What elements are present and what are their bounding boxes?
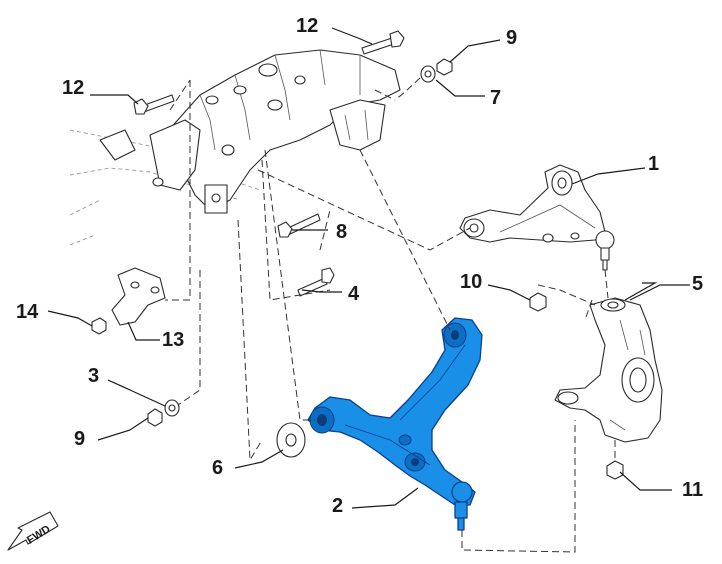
part-5-steering-knuckle: [554, 297, 663, 443]
part-2-lower-control-arm: [307, 317, 483, 531]
part-9-nut-lower: [147, 408, 163, 427]
callout-8: 8: [336, 221, 347, 243]
part-12-bolt-upper: [361, 30, 405, 55]
callout-9-lower: 9: [74, 428, 85, 450]
part-8-bolt: [277, 213, 321, 238]
part-10-nut: [529, 292, 547, 312]
callout-5: 5: [692, 273, 703, 295]
callout-12-left: 12: [62, 77, 84, 99]
callout-12-top: 12: [296, 15, 318, 37]
callout-13: 13: [162, 329, 184, 351]
part-14-nut: [91, 317, 107, 335]
callout-7: 7: [490, 87, 501, 109]
part-7-washer: [420, 65, 436, 83]
callout-6: 6: [212, 457, 223, 479]
part-11-nut: [606, 460, 624, 480]
callout-9-top: 9: [506, 27, 517, 49]
assembly-lines: [165, 77, 616, 553]
part-6-washer: [276, 422, 306, 458]
callout-1: 1: [648, 153, 659, 175]
fwd-arrow: FWD: [7, 511, 59, 551]
part-9-nut-upper: [436, 58, 453, 76]
callout-14: 14: [16, 301, 39, 323]
callout-4: 4: [348, 283, 360, 305]
callout-11: 11: [682, 479, 703, 501]
leader-lines: [47, 27, 690, 509]
subframe-crossmember: [69, 49, 401, 246]
part-12-bolt-left: [133, 94, 175, 115]
part-4-bolt: [297, 267, 335, 297]
callout-10: 10: [460, 271, 482, 293]
part-13-bracket: [111, 267, 166, 326]
part-3-washer: [164, 399, 180, 417]
callout-3: 3: [88, 365, 99, 387]
callout-2: 2: [332, 495, 343, 517]
part-1-upper-control-arm: [459, 164, 615, 271]
callouts: 12 12 9 7 1 8 4 10 5 14 13 3 9 6 2 11: [16, 15, 703, 517]
